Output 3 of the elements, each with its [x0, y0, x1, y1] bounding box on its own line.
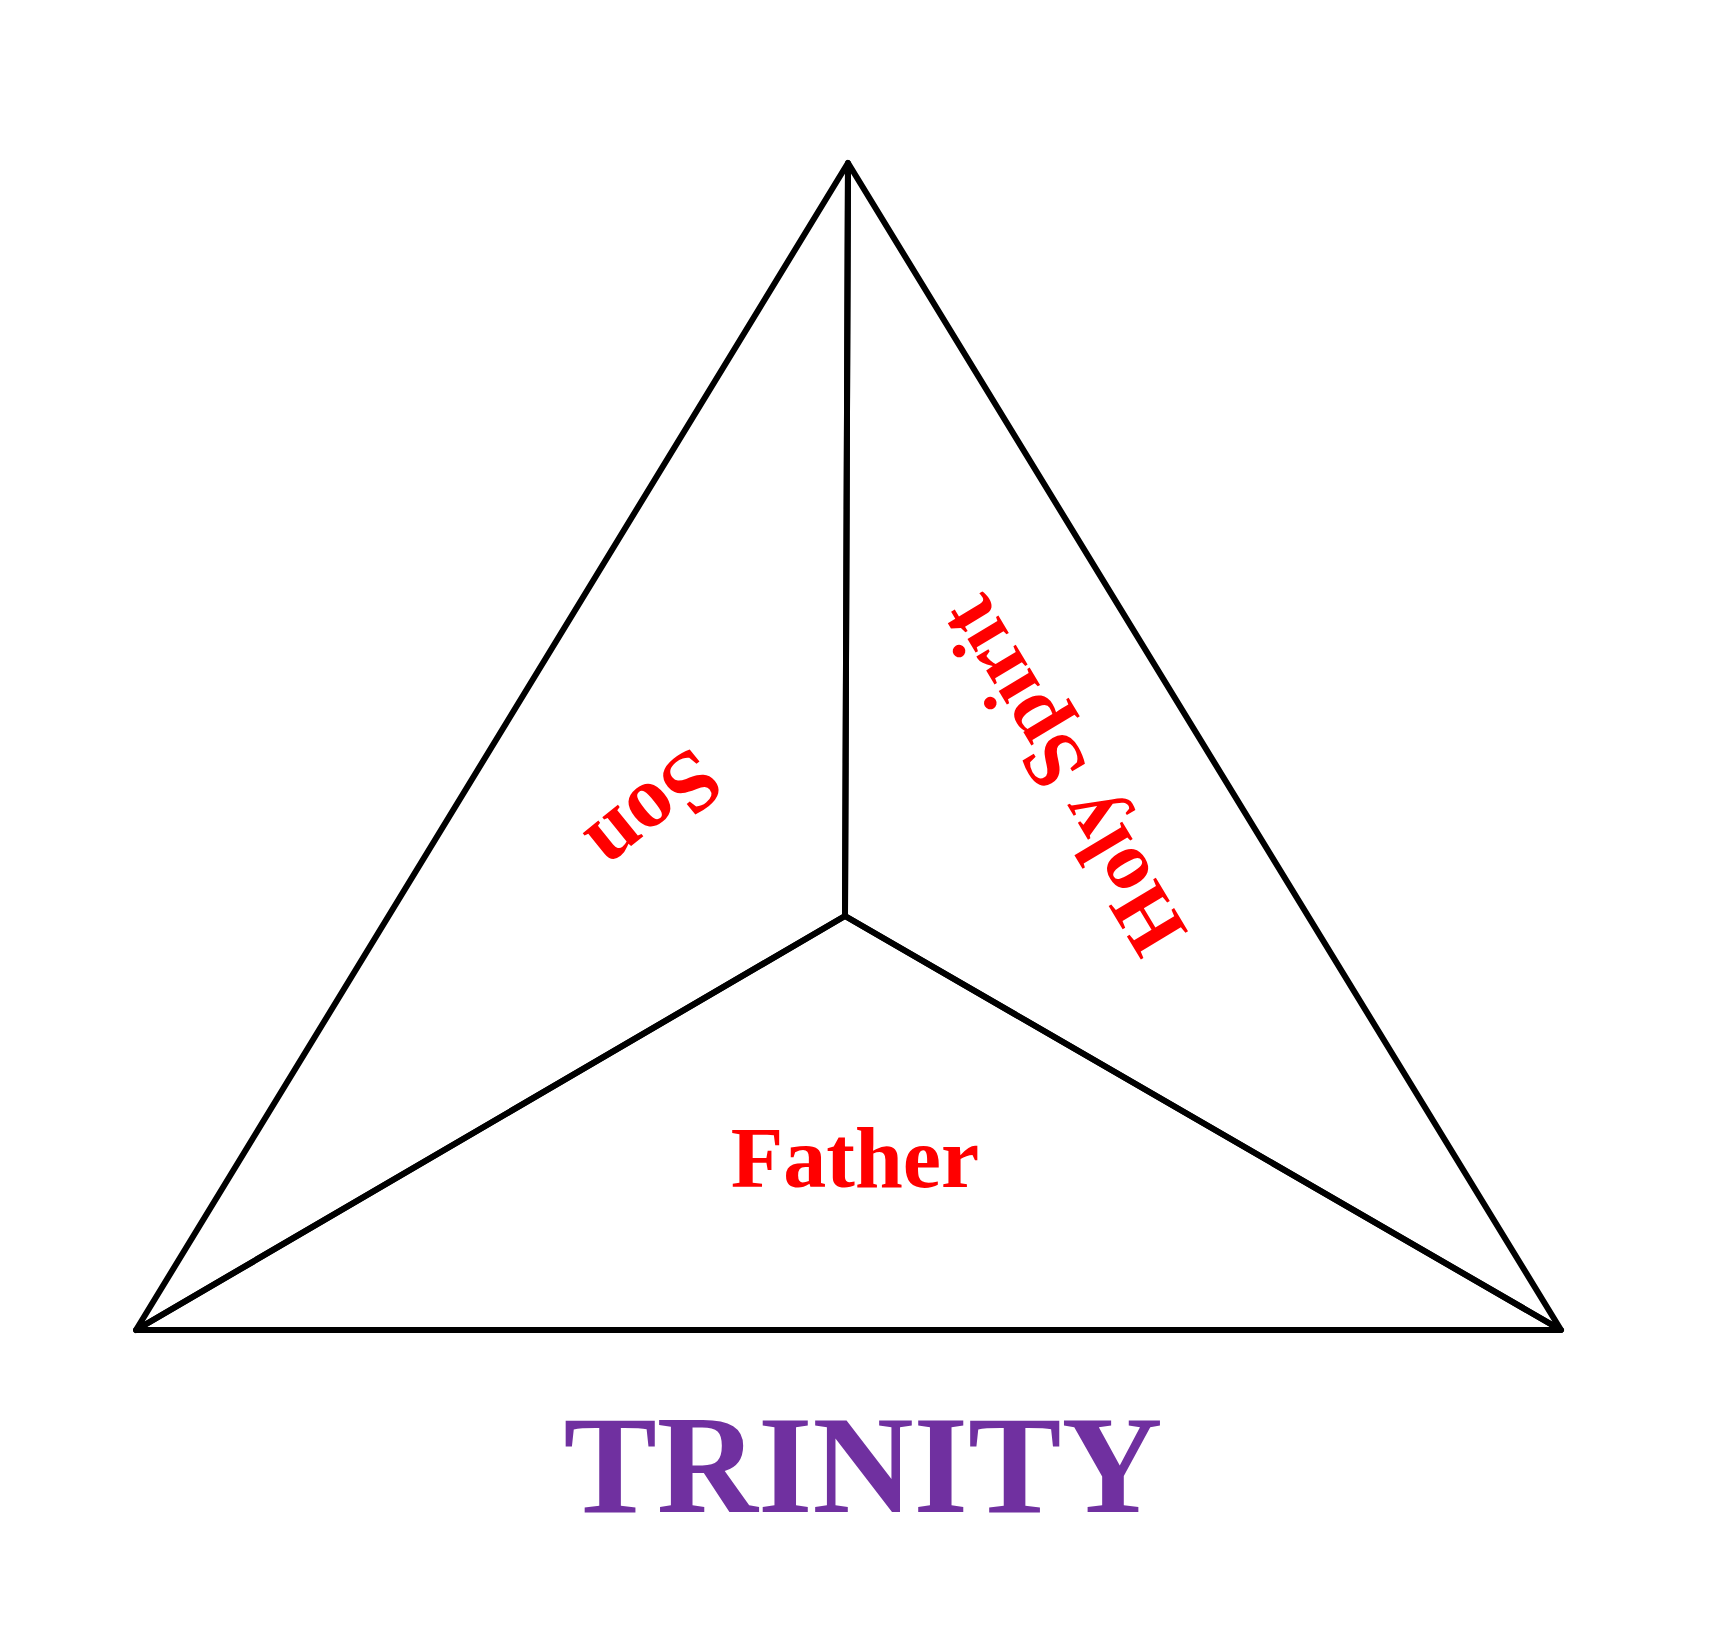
region-label: Father: [730, 1115, 980, 1201]
region-label: Son: [572, 733, 738, 891]
diagram-title: TRINITY: [563, 1387, 1163, 1542]
